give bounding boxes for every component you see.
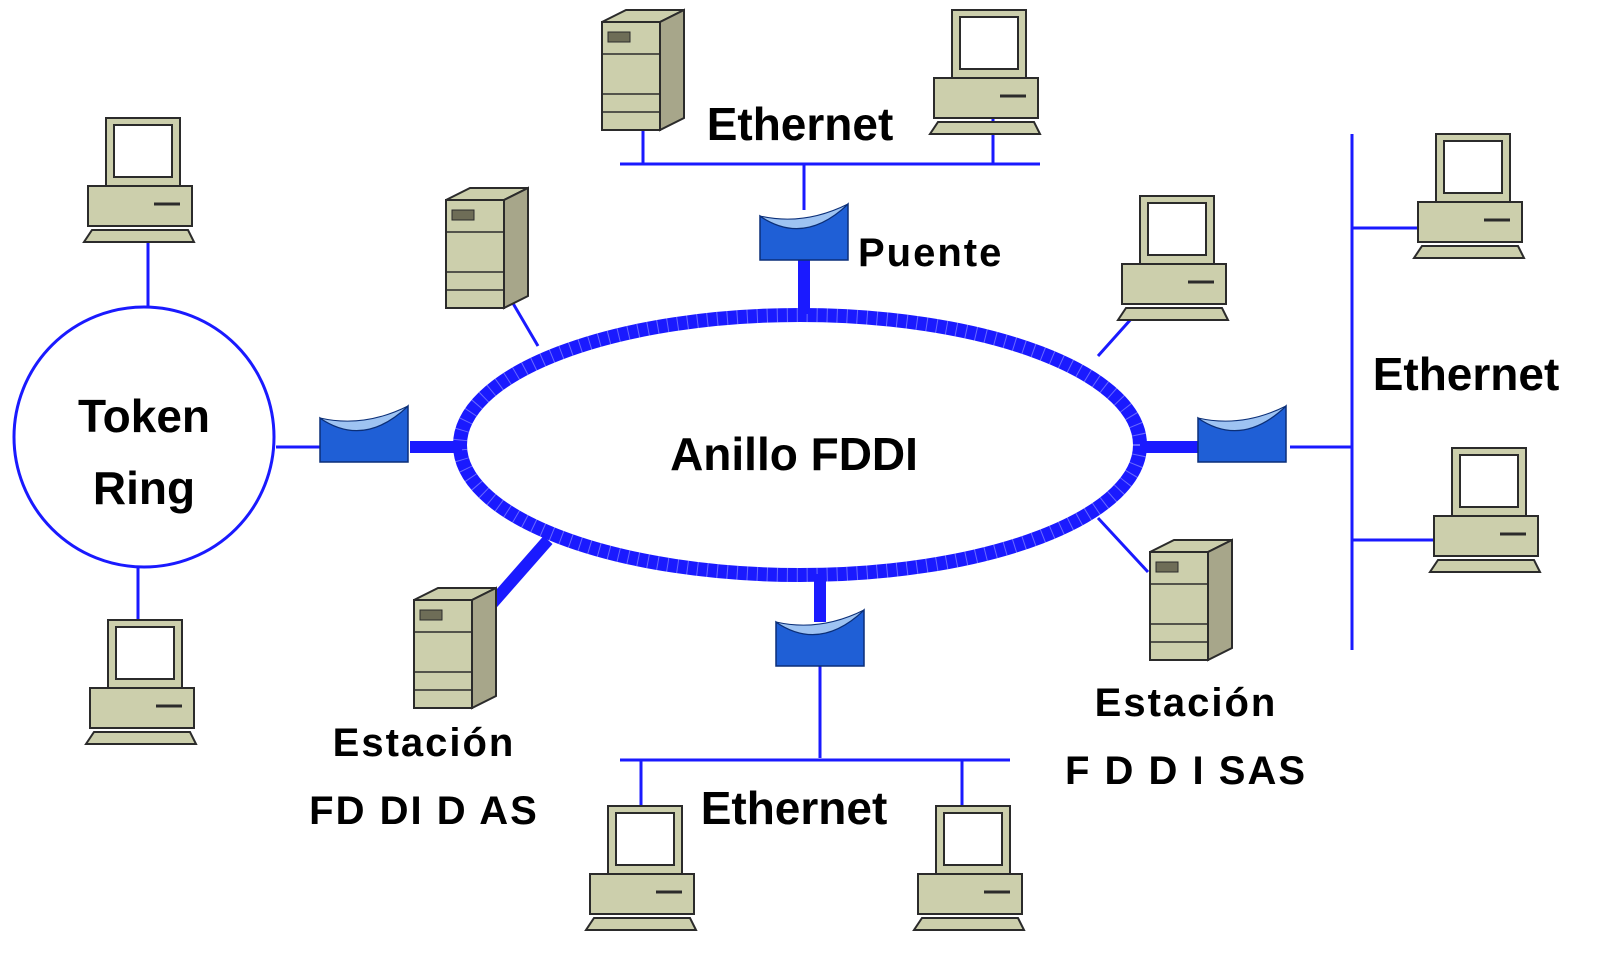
server-ring-tap (445, 187, 529, 309)
label-ethernet-right: Ethernet (1373, 348, 1560, 400)
server-top-ethernet (601, 9, 685, 131)
label-anillo-fddi: Anillo FDDI (670, 428, 918, 480)
station-fddi-das (413, 587, 497, 709)
label-puente: Puente (858, 231, 1003, 275)
pc-ring-tap (1116, 194, 1230, 322)
label-sas-line1: Estación (1095, 681, 1278, 725)
ring-spurs (410, 258, 1198, 622)
token-ring (12, 305, 276, 569)
label-das-line1: Estación (333, 721, 516, 765)
label-token: Token (78, 390, 210, 442)
label-das-line2: FD DI D AS (309, 789, 539, 833)
pc-token-ring-top (82, 116, 196, 244)
station-fddi-sas (1149, 539, 1233, 661)
label-ring: Ring (93, 462, 195, 514)
bridge-left (319, 405, 409, 463)
label-ethernet-top: Ethernet (707, 98, 894, 150)
pc-bottom-ethernet-left (584, 804, 698, 932)
label-sas-line2: F D D I SAS (1065, 749, 1307, 793)
pc-bottom-ethernet-right (912, 804, 1026, 932)
pc-right-ethernet-bottom (1428, 446, 1542, 574)
bridge-right (1197, 405, 1287, 463)
label-ethernet-bottom: Ethernet (701, 782, 888, 834)
pc-right-ethernet-top (1412, 132, 1526, 260)
pc-top-ethernet (928, 8, 1042, 136)
pc-token-ring-bottom (84, 618, 198, 746)
bridge-top (759, 203, 849, 261)
